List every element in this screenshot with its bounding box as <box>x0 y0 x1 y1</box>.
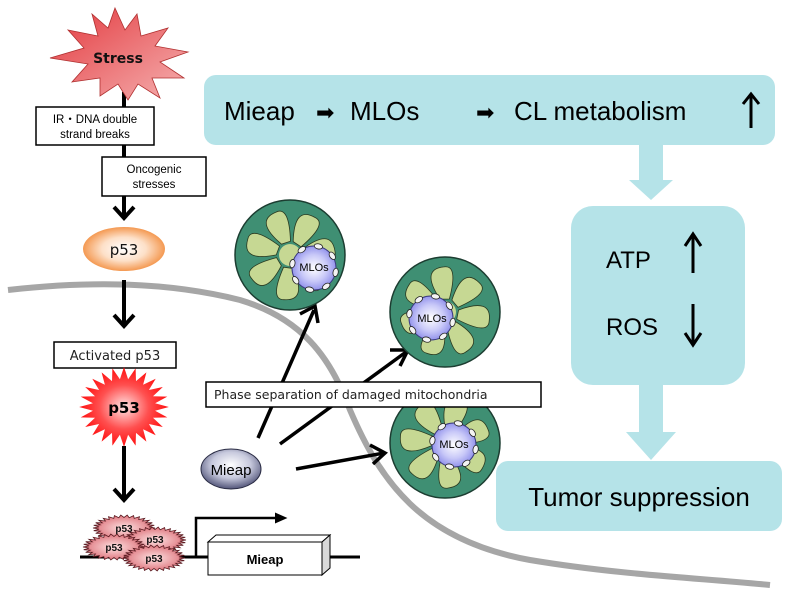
mieap-particle <box>332 267 339 277</box>
mieap-gene-box <box>206 533 332 577</box>
mieap-particle <box>449 317 456 327</box>
mito-crista <box>430 266 454 300</box>
mieap-particle <box>445 301 453 310</box>
mieap-particle <box>292 276 300 285</box>
mito-crista <box>265 210 291 245</box>
activated-p53-burst-label: p53 <box>108 399 140 417</box>
bound-p53-burst <box>122 544 186 572</box>
mieap-particle <box>406 309 413 319</box>
arrow-down-icon <box>112 313 136 329</box>
mito-crista <box>248 257 282 286</box>
starburst-shape <box>79 367 169 447</box>
oncogenic-label-line1: Oncogenic <box>127 164 182 176</box>
mito-crista <box>246 232 281 257</box>
phase-separation-label: Phase separation of damaged mitochondria <box>214 387 488 402</box>
mieap-particle <box>445 463 455 470</box>
arrow-right-icon: ➡ <box>316 101 334 126</box>
mito-crista <box>451 277 483 308</box>
ir-dna-box <box>35 106 155 146</box>
mechanism-item-mlos: MLOs <box>350 96 419 126</box>
bound-p53-label: p53 <box>145 554 163 565</box>
mitochondrion <box>389 387 501 499</box>
mieap-gene-label: Mieap <box>247 552 284 567</box>
arrow-down-icon <box>683 304 703 348</box>
activated-p53-box <box>53 341 177 369</box>
bound-p53-label: p53 <box>146 535 164 546</box>
effect-label-ros: ROS <box>606 314 658 341</box>
arrow-up-icon <box>683 231 703 273</box>
mieap-particle <box>289 259 296 269</box>
mlo-label: MLOs <box>439 439 469 451</box>
mieap-to-mito-arrow <box>256 309 316 439</box>
mieap-particle <box>322 282 331 290</box>
arrow-right-icon <box>275 512 288 524</box>
mlo-label: MLOs <box>299 262 329 274</box>
mieap-particle <box>328 251 336 260</box>
mechanism-box <box>204 75 775 145</box>
arrow-head-icon <box>299 303 320 324</box>
mito-crista <box>446 320 475 355</box>
effects-box <box>571 206 745 385</box>
p53-protein <box>83 227 165 271</box>
p53-label: p53 <box>110 241 139 259</box>
arrow-head-icon <box>369 443 389 466</box>
ir-dna-label-line2: strand breaks <box>60 129 130 141</box>
mieap-protein-label: Mieap <box>211 462 252 479</box>
mieap-particle <box>422 336 432 343</box>
mieap-particle <box>462 459 471 467</box>
activated-p53-burst <box>79 367 169 447</box>
block-arrow-down <box>629 140 673 200</box>
mlo-label: MLOs <box>417 313 447 325</box>
outcome-box <box>496 461 782 531</box>
arrow-right-icon: ➡ <box>476 101 494 126</box>
bound-p53-label: p53 <box>105 543 123 554</box>
mieap-to-mito-arrow <box>295 451 385 471</box>
mieap-particle <box>414 296 423 304</box>
mieap-particle <box>429 436 436 446</box>
effect-label-atp: ATP <box>606 247 651 274</box>
phase-separation-box <box>205 381 542 408</box>
bound-p53-label: p53 <box>115 524 133 535</box>
oncogenic-label-line2: stresses <box>133 179 176 191</box>
mieap-protein <box>200 448 262 490</box>
mitochondrion <box>234 199 346 311</box>
oncogenic-box <box>101 156 207 197</box>
mieap-particle <box>305 286 315 293</box>
mito-crista <box>292 214 320 248</box>
arrow-down-icon <box>112 205 136 221</box>
mieap-particle <box>409 326 417 335</box>
ir-dna-label-line1: IR・DNA double <box>53 114 137 126</box>
mechanism-item-cl-metabolism: CL metabolism <box>514 96 686 126</box>
mito-crista <box>456 305 490 329</box>
mieap-particle <box>439 332 448 340</box>
mieap-particle <box>430 293 440 300</box>
stress-label: Stress <box>93 51 143 67</box>
mito-crista <box>408 447 440 480</box>
arrow-down-icon <box>112 487 136 503</box>
transcription-start-arrow <box>194 516 282 557</box>
bound-p53-cluster <box>82 514 187 572</box>
mieap-particle <box>468 428 476 437</box>
mechanism-item-mieap: Mieap <box>224 96 295 126</box>
mieap-particle <box>453 420 463 427</box>
outcome-label: Tumor suppression <box>528 482 750 512</box>
activated-p53-label: Activated p53 <box>70 349 160 364</box>
mieap-particle <box>313 243 323 250</box>
block-arrow-down <box>626 375 676 460</box>
mito-crista <box>400 428 434 452</box>
mieap-particle <box>297 246 306 254</box>
mitochondrion <box>389 256 501 368</box>
stress-burst <box>49 6 190 101</box>
cell-membrane-curve <box>7 281 771 588</box>
arrow-up-icon <box>741 91 761 128</box>
mieap-particle <box>432 453 440 462</box>
mieap-particle <box>472 444 479 454</box>
mieap-particle <box>437 423 446 431</box>
